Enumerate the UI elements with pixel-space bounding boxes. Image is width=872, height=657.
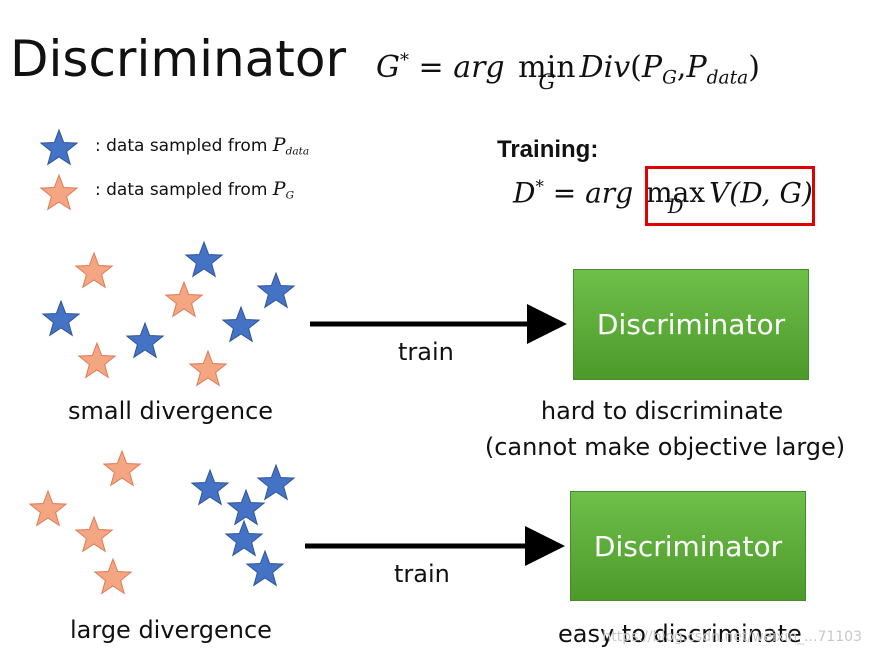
generated-star-icon [164,280,204,318]
hard-to-discriminate-label: hard to discriminate [540,397,784,425]
watermark: https://blog.csdn.net/weixin_...71103 [602,629,862,645]
generated-star-icon [102,449,142,487]
legend-orange-text: : data sampled from PG [95,178,295,202]
legend-orange-star-icon [39,173,79,211]
generated-star-icon [74,515,114,553]
training-label: Training: [497,136,599,163]
data-star-icon [256,271,296,309]
data-star-icon [256,463,296,501]
data-star-icon [190,468,230,506]
highlight-box [645,166,815,226]
cannot-make-objective-large-label: (cannot make objective large) [484,433,846,461]
generated-star-icon [77,341,117,379]
data-star-icon [184,240,224,278]
train-label-row2: train [394,560,450,588]
generated-star-icon [28,489,68,527]
easy-to-discriminate-label: easy to discriminate [558,620,802,648]
large-divergence-label: large divergence [70,616,272,644]
data-star-icon [125,321,165,359]
generated-star-icon [74,251,114,289]
small-divergence-label: small divergence [68,397,274,425]
discriminator-box-row1: Discriminator [573,269,809,380]
generated-star-icon [188,349,228,387]
data-star-icon [221,305,261,343]
legend-blue-text: : data sampled from Pdata [95,134,310,158]
data-star-icon [224,519,264,557]
data-star-icon [245,549,285,587]
data-star-icon [226,488,266,526]
legend-blue-star-icon [39,128,79,166]
generated-star-icon [93,557,133,595]
discriminator-box-row2: Discriminator [570,491,806,601]
page-title: Discriminator [10,30,347,88]
data-star-icon [41,299,81,337]
train-label-row1: train [398,338,454,366]
